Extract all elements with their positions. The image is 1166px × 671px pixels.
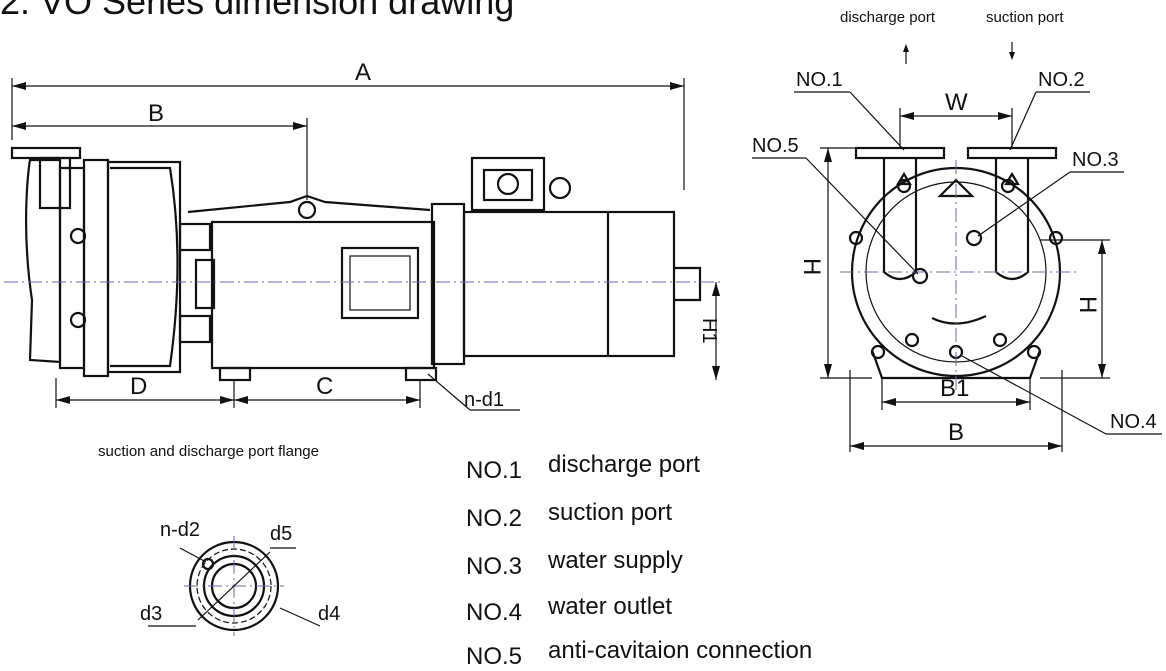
legend: NO.1 discharge port NO.2 suction port NO… [466, 451, 812, 670]
dim-h1-label: H1 [698, 318, 720, 344]
dim-h-right-label: H [1074, 296, 1101, 313]
callout-no1: NO.1 [796, 69, 843, 91]
dim-w-label: W [945, 89, 968, 116]
legend-no-4: NO.4 [466, 599, 522, 626]
callout-no3: NO.3 [1072, 149, 1119, 171]
dim-b1-label: B1 [940, 375, 969, 402]
flange-d3-label: d3 [140, 603, 162, 625]
legend-desc-3: water supply [547, 547, 683, 574]
flange-nd2-label: n-d2 [160, 519, 200, 541]
dim-b-label: B [148, 100, 164, 127]
legend-no-3: NO.3 [466, 553, 522, 580]
dim-b-end-label: B [948, 419, 964, 446]
flange-detail: suction and discharge port flange n-d2 d… [98, 443, 340, 636]
legend-desc-4: water outlet [547, 593, 672, 620]
callout-no4: NO.4 [1110, 411, 1157, 433]
side-view: A B [4, 59, 720, 411]
dim-nd1-label: n-d1 [464, 389, 504, 411]
page-title: 2. VO Series dimension drawing [0, 0, 514, 22]
legend-desc-5: anti-cavitaion connection [548, 637, 812, 664]
legend-no-1: NO.1 [466, 457, 522, 484]
suction-port-arrow-label: suction port [986, 9, 1064, 26]
dim-h-left-label: H [798, 258, 825, 275]
discharge-port-arrow-label: discharge port [840, 9, 936, 26]
callout-no2: NO.2 [1038, 69, 1085, 91]
dim-c-label: C [316, 373, 333, 400]
flange-d5-label: d5 [270, 523, 292, 545]
legend-desc-2: suction port [548, 499, 672, 526]
callout-no5: NO.5 [752, 135, 799, 157]
dim-d-label: D [130, 373, 147, 400]
legend-no-5: NO.5 [466, 643, 522, 670]
flange-title: suction and discharge port flange [98, 443, 319, 460]
end-view: discharge port suction port W [752, 9, 1162, 452]
flange-d4-label: d4 [318, 603, 340, 625]
legend-no-2: NO.2 [466, 505, 522, 532]
legend-desc-1: discharge port [548, 451, 700, 478]
dim-a-label: A [355, 59, 371, 86]
